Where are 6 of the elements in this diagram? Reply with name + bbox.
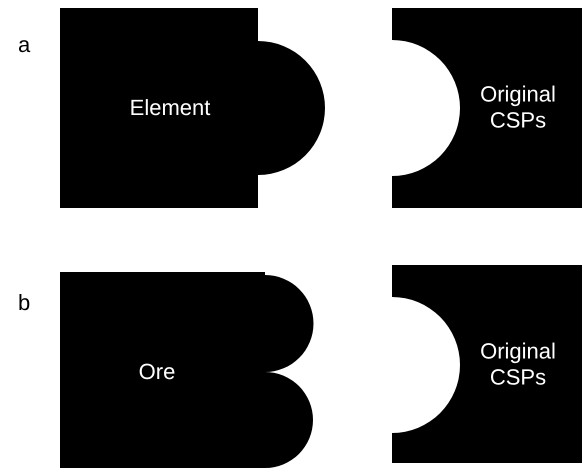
piece-label: Element bbox=[128, 94, 212, 122]
panel-letter: b bbox=[18, 290, 30, 316]
piece-label: Original CSPs bbox=[479, 82, 557, 134]
piece-label: Ore bbox=[138, 358, 176, 386]
piece-label: Original CSPs bbox=[479, 338, 557, 392]
panel-letter: a bbox=[18, 32, 30, 58]
